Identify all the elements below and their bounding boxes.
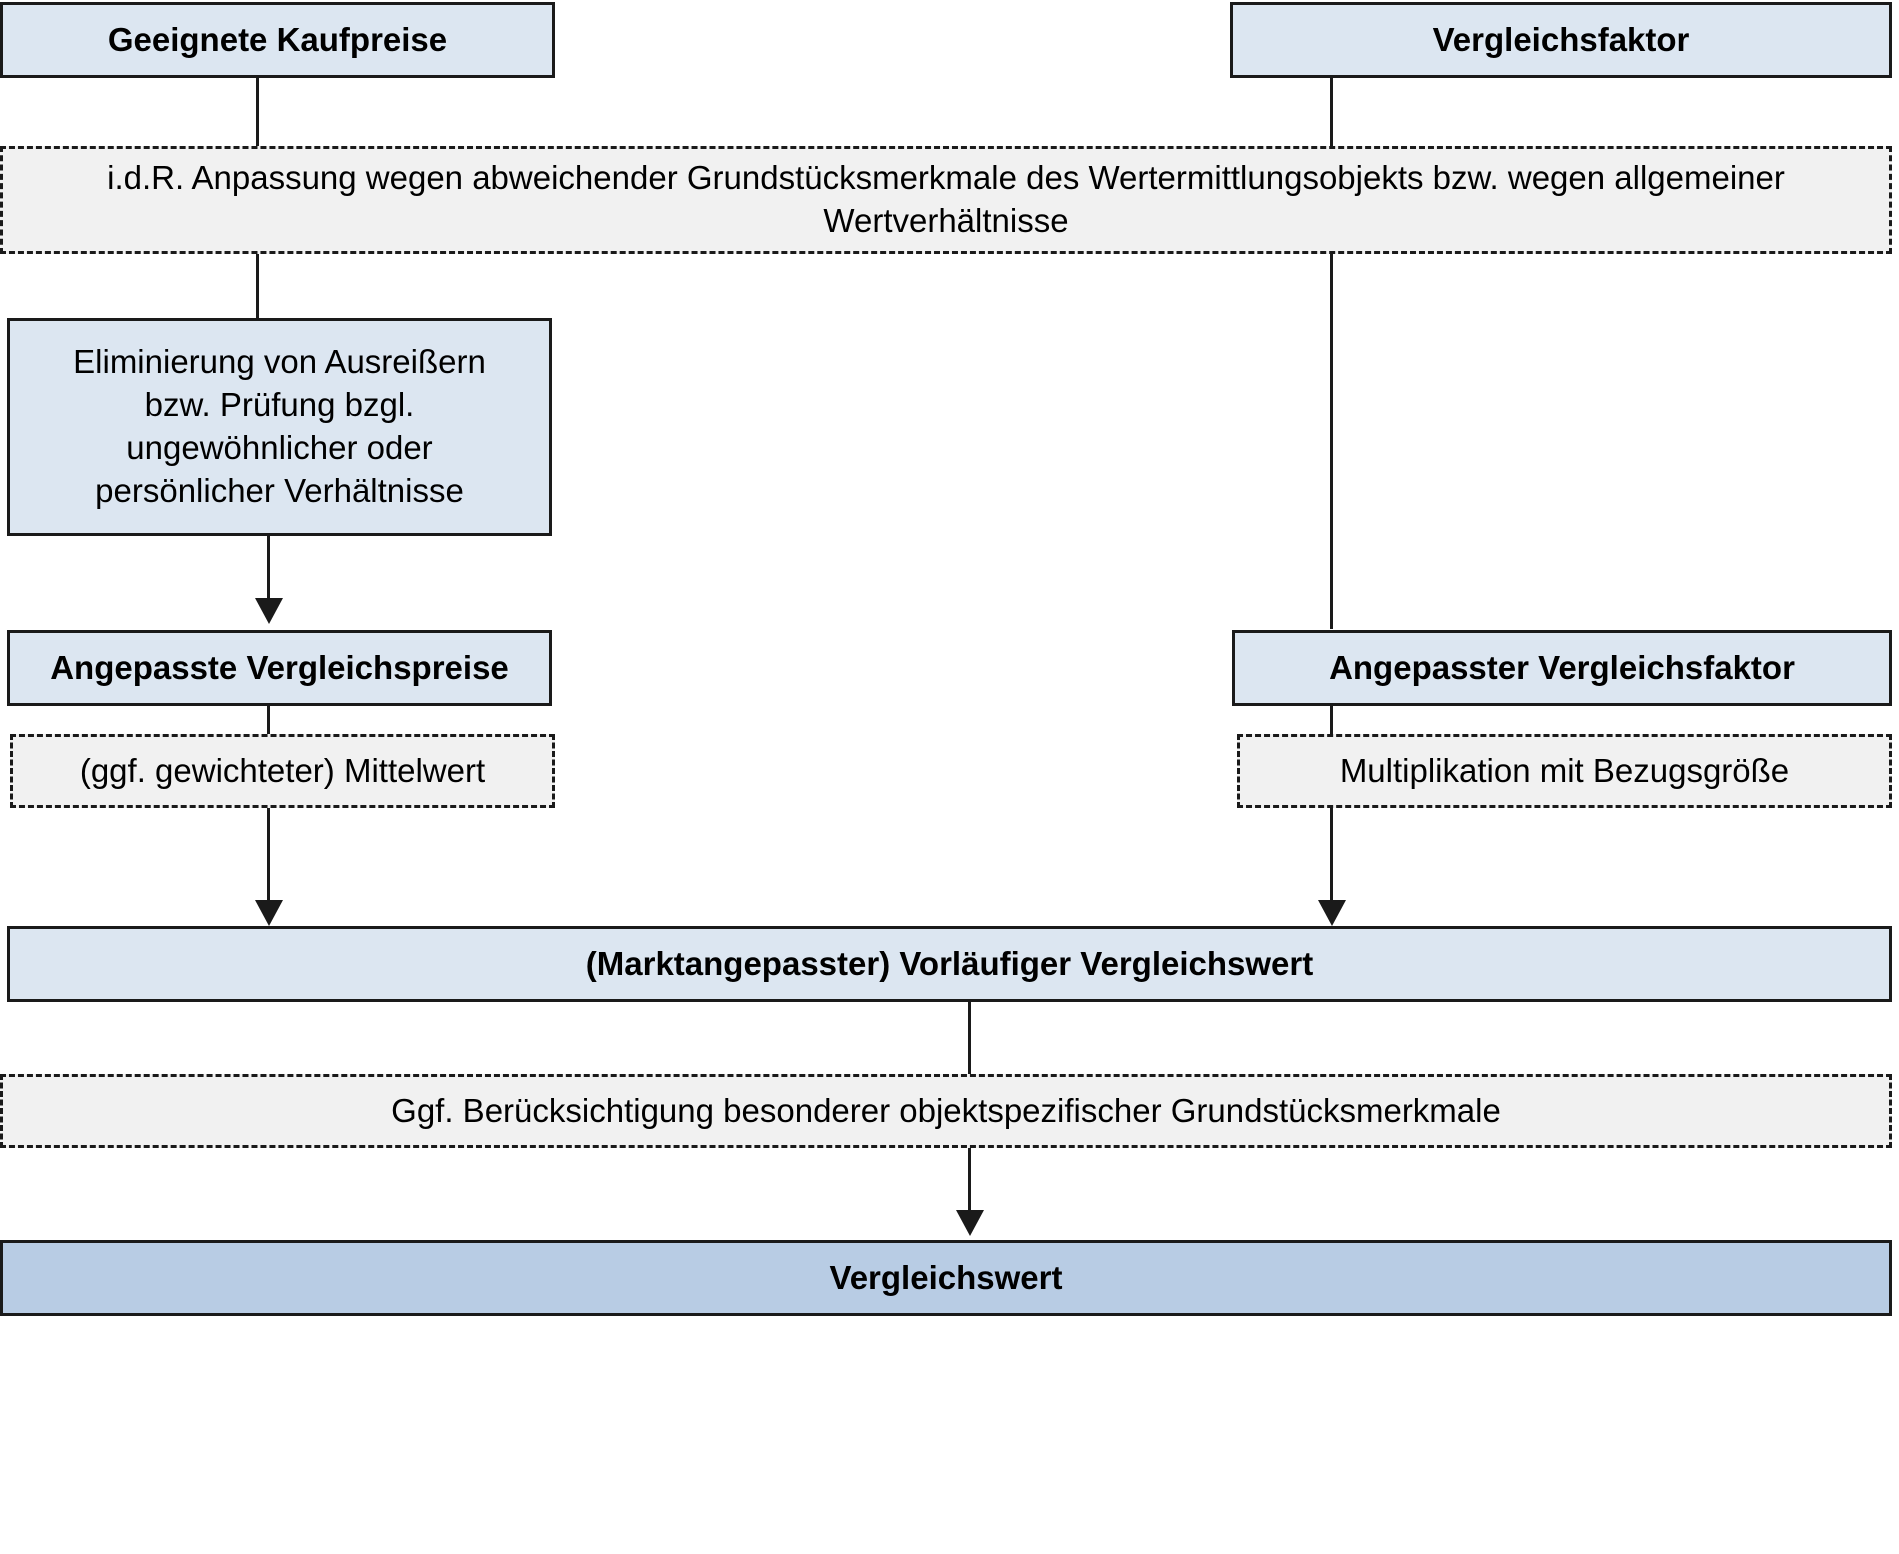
annotation-besondere-merkmale: Ggf. Berücksichtigung besonderer objekts…: [0, 1074, 1892, 1148]
annotation-multiplikation-label: Multiplikation mit Bezugsgröße: [1339, 751, 1790, 789]
connector-multiplikation-to-vorlaeufiger: [1330, 808, 1333, 906]
arrowhead-left-to-vorlaeufiger: [255, 900, 283, 926]
node-vergleichsfaktor-label: Vergleichsfaktor: [1432, 20, 1690, 58]
annotation-anpassung: i.d.R. Anpassung wegen abweichender Grun…: [0, 146, 1892, 254]
connector-angepasste-preise-to-mittelwert: [267, 706, 270, 736]
node-vergleichsfaktor[interactable]: Vergleichsfaktor: [1230, 2, 1892, 78]
connector-mittelwert-to-vorlaeufiger: [267, 808, 270, 906]
node-angepasste-vergleichspreise-label: Angepasste Vergleichspreise: [50, 648, 509, 686]
connector-kaufpreise-to-anpassung: [256, 78, 259, 146]
connector-vergleichsfaktor-to-anpassung: [1330, 78, 1333, 146]
connector-eliminierung-to-angepasste-preise: [267, 536, 270, 604]
node-eliminierung-label: Eliminierung von Ausreißern bzw. Prüfung…: [73, 343, 486, 509]
node-geeignete-kaufpreise-label: Geeignete Kaufpreise: [107, 20, 448, 58]
node-vergleichswert-label: Vergleichswert: [829, 1258, 1063, 1296]
node-vorlaeufiger-vergleichswert-label: (Marktangepasster) Vorläufiger Vergleich…: [585, 944, 1314, 982]
connector-vorlaeufiger-to-besondere-merkmale: [968, 1002, 971, 1074]
annotation-multiplikation: Multiplikation mit Bezugsgröße: [1237, 734, 1892, 808]
node-angepasster-vergleichsfaktor-label: Angepasster Vergleichsfaktor: [1329, 648, 1795, 686]
node-angepasste-vergleichspreise[interactable]: Angepasste Vergleichspreise: [7, 630, 552, 706]
node-eliminierung[interactable]: Eliminierung von Ausreißern bzw. Prüfung…: [7, 318, 552, 536]
annotation-anpassung-label: i.d.R. Anpassung wegen abweichender Grun…: [107, 159, 1785, 239]
connector-angepasster-faktor-to-multiplikation: [1330, 706, 1333, 736]
connector-anpassung-to-eliminierung: [256, 254, 259, 318]
connector-besondere-merkmale-to-vergleichswert: [968, 1148, 971, 1216]
node-geeignete-kaufpreise[interactable]: Geeignete Kaufpreise: [0, 2, 555, 78]
node-vergleichswert[interactable]: Vergleichswert: [0, 1240, 1892, 1316]
connector-anpassung-to-angepasster-faktor: [1330, 254, 1333, 629]
arrowhead-to-vergleichswert: [956, 1210, 984, 1236]
arrowhead-to-angepasste-preise: [255, 598, 283, 624]
node-vorlaeufiger-vergleichswert[interactable]: (Marktangepasster) Vorläufiger Vergleich…: [7, 926, 1892, 1002]
annotation-besondere-merkmale-label: Ggf. Berücksichtigung besonderer objekts…: [391, 1091, 1501, 1129]
annotation-mittelwert: (ggf. gewichteter) Mittelwert: [10, 734, 555, 808]
arrowhead-right-to-vorlaeufiger: [1318, 900, 1346, 926]
annotation-mittelwert-label: (ggf. gewichteter) Mittelwert: [79, 751, 486, 789]
node-angepasster-vergleichsfaktor[interactable]: Angepasster Vergleichsfaktor: [1232, 630, 1892, 706]
